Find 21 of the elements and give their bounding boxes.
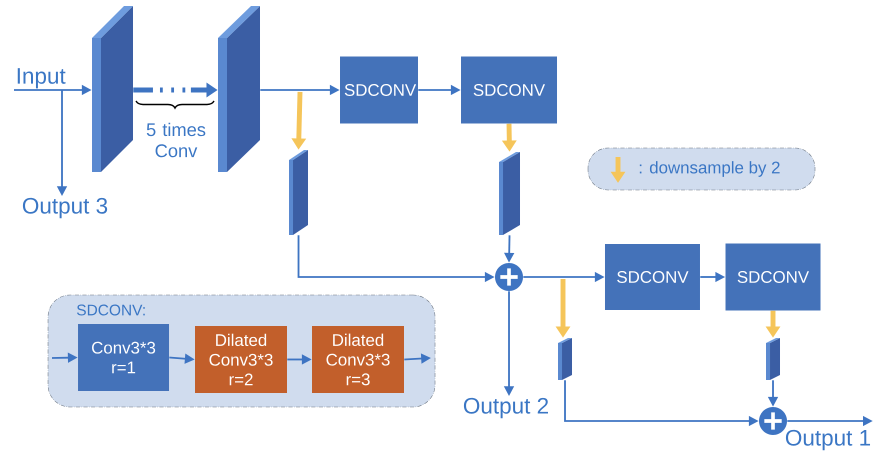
- feature-map: [499, 152, 520, 235]
- dilated-conv-box: Dilated Conv3*3 r=3: [312, 326, 404, 393]
- process-box: SDCONV: [726, 244, 820, 310]
- output-label: Output 2: [464, 398, 548, 418]
- input-label: Input: [18, 68, 66, 88]
- add-symbol: [495, 263, 523, 291]
- feature-map: [218, 6, 260, 172]
- process-box: SDCONV: [340, 56, 418, 124]
- feature-map: [92, 6, 133, 172]
- output-label: Output 3: [22, 198, 108, 218]
- feature-map: [289, 150, 308, 235]
- feature-map: [766, 338, 780, 380]
- dilated-conv-box: Dilated Conv3*3 r=2: [195, 326, 287, 393]
- process-box: SDCONV: [461, 56, 557, 124]
- legend-text: : downsample by 2: [640, 161, 780, 177]
- add-symbol: [759, 407, 787, 435]
- feature-map: [558, 338, 572, 380]
- process-box: SDCONV: [605, 244, 700, 310]
- process-box: Conv3*3 r=1: [78, 324, 170, 391]
- output-label: Output 1: [786, 430, 870, 450]
- edge-label: 5 times Conv: [146, 122, 206, 158]
